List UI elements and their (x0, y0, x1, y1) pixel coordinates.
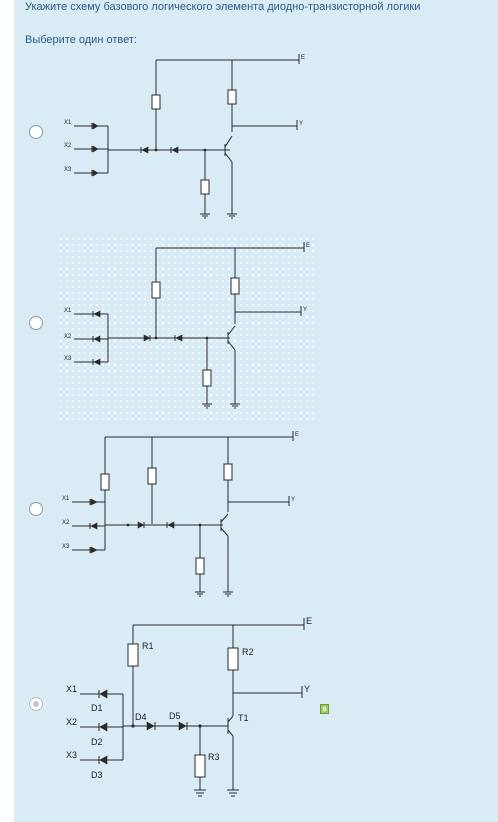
option-4-diode-d4 (146, 721, 155, 731)
option-1-label-x2: X2 (64, 143, 72, 149)
option-3-diode-d4 (137, 521, 145, 529)
option-4-radio[interactable] (29, 697, 43, 711)
option-2-resistor-r3 (202, 369, 212, 387)
option-2-label-x2: X2 (64, 334, 72, 340)
option-1-label-e: E (301, 55, 305, 61)
option-1-radio[interactable] (29, 125, 43, 139)
option-1-resistor-r1 (151, 94, 161, 110)
option-4-diode-d5 (178, 721, 187, 731)
option-4-label-x2: X2 (66, 717, 77, 727)
option-2-diode-d4 (143, 334, 151, 342)
option-4-label-x1: X1 (66, 684, 77, 694)
option-1-label-x1: X1 (64, 120, 72, 126)
option-1-resistor-r3 (200, 179, 210, 195)
option-4-resistor-r2 (227, 647, 239, 671)
option-3-diode-d3 (90, 546, 98, 554)
option-2-diode-d1 (93, 310, 101, 318)
option-4-circuit[interactable]: E R1 R2 Y X1 X2 X3 D1 D2 D3 D4 D5 R3 T1 (60, 612, 320, 812)
option-1-diode-d5 (171, 146, 179, 154)
option-3-resistor-r2 (223, 463, 233, 481)
option-4-diode-d3 (99, 755, 108, 765)
option-2-diode-d5 (175, 334, 183, 342)
answer-prompt: Выберите один ответ: (25, 34, 137, 46)
option-1-diode-d1 (92, 122, 99, 130)
option-1-resistor-r2 (227, 89, 237, 105)
option-2-radio[interactable] (29, 316, 43, 330)
option-1-diode-d4 (141, 146, 149, 154)
option-2-label-e: E (306, 243, 310, 249)
option-4-resistor-r3 (194, 754, 206, 778)
option-3-circuit[interactable]: E Y X1 X2 X3 (60, 424, 320, 604)
option-3-resistor-r3 (195, 557, 205, 575)
option-4-label-d2: D2 (91, 737, 103, 747)
option-3-resistor-r1a (100, 473, 110, 491)
option-3-diode-d1 (90, 498, 98, 506)
option-2-grid-background (58, 236, 318, 422)
option-4-label-x3: X3 (66, 750, 77, 760)
option-3-label-x2: X2 (62, 520, 70, 526)
option-3-label-e: E (295, 432, 299, 438)
option-4-diode-d2 (99, 722, 108, 732)
option-4-label-d4: D4 (135, 712, 147, 722)
option-1-label-x3: X3 (64, 167, 72, 173)
option-4-label-r1: R1 (142, 641, 154, 651)
option-2-diode-d2 (93, 335, 101, 343)
option-2-diode-d3 (93, 358, 101, 366)
option-3-radio[interactable] (29, 502, 43, 516)
option-3-label-y: Y (291, 497, 295, 503)
option-2-resistor-r1 (151, 281, 161, 299)
option-3-label-x3: X3 (62, 544, 70, 550)
option-4-label-d3: D3 (91, 770, 103, 780)
option-1-diode-d3 (92, 169, 99, 177)
option-4-label-r3: R3 (208, 752, 220, 762)
option-3-resistor-r1 (147, 467, 157, 485)
option-2-label-x1: X1 (64, 308, 72, 314)
option-4-label-y: Y (304, 684, 310, 694)
option-1-circuit[interactable]: E Y X1 X2 X3 (60, 50, 320, 230)
option-4-label-d1: D1 (91, 703, 103, 713)
option-3-diode-d2 (90, 522, 98, 530)
option-4-diode-d1 (99, 689, 108, 699)
option-1-diode-d2 (92, 145, 99, 153)
option-2-circuit[interactable]: E Y X1 X2 X3 (60, 238, 320, 418)
check-icon (320, 704, 329, 714)
option-4-label-e: E (306, 616, 312, 626)
option-3-label-x1: X1 (62, 496, 70, 502)
option-4-label-r2: R2 (242, 647, 254, 657)
option-4-label-t1: T1 (238, 713, 249, 723)
option-3-diode-d5 (167, 521, 175, 529)
option-1-label-y: Y (299, 121, 303, 127)
option-2-label-y: Y (303, 307, 307, 313)
option-4-label-d5: D5 (169, 711, 181, 721)
option-2-resistor-r2 (230, 277, 240, 295)
question-text: Укажите схему базового логического элеме… (25, 1, 421, 13)
option-4-resistor-r1 (127, 643, 139, 667)
option-2-label-x3: X3 (64, 356, 72, 362)
